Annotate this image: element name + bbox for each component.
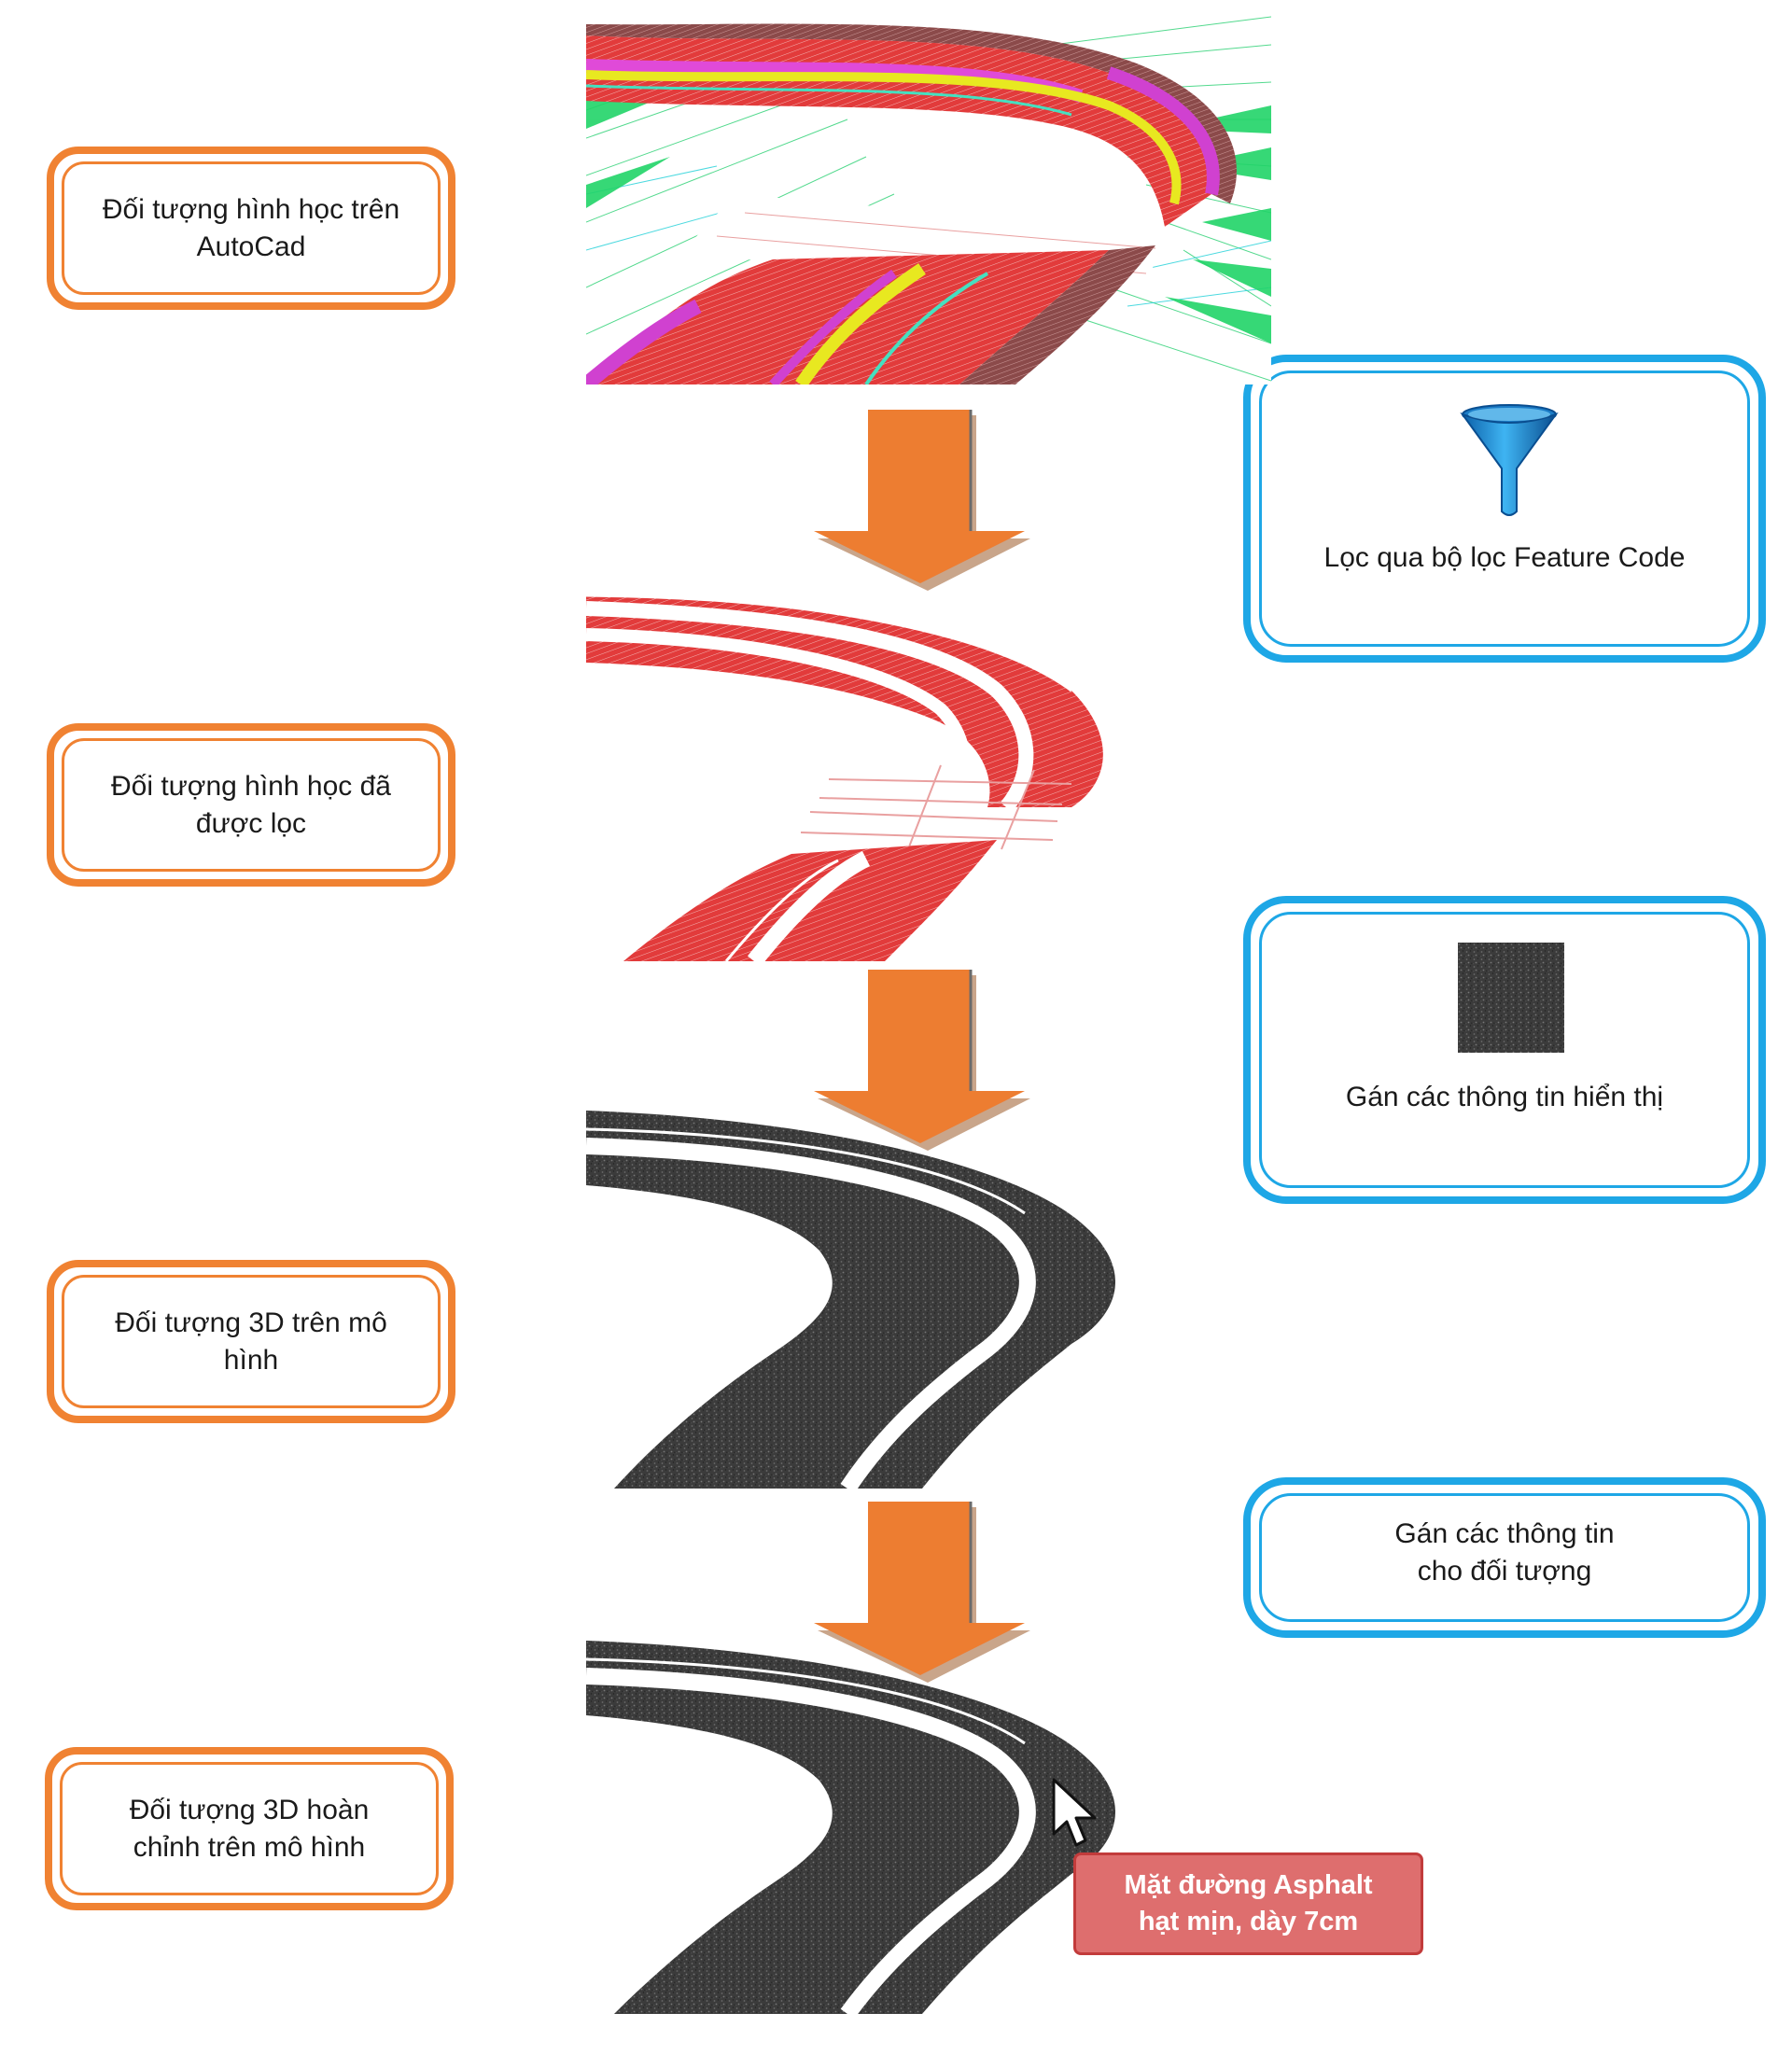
filtered-road-image (586, 594, 1103, 961)
stage-box-complete: Đối tượng 3D hoàn chỉnh trên mô hình (45, 1747, 454, 1910)
flow-arrow-2 (814, 970, 1030, 1151)
stage-label-filtered: Đối tượng hình học đã được lọc (111, 770, 391, 839)
mouse-pointer-icon (1052, 1778, 1097, 1847)
stage-box-model3d: Đối tượng 3D trên mô hình (47, 1260, 455, 1423)
surface-callout-label: Mặt đường Asphalt hạt mịn, dày 7cm (1124, 1870, 1373, 1936)
flow-arrow-1 (814, 410, 1030, 591)
stage-label-complete: Đối tượng 3D hoàn chỉnh trên mô hình (129, 1794, 370, 1863)
asphalt-road-image (586, 1111, 1116, 1489)
process-box-display: Gán các thông tin hiển thị (1243, 896, 1766, 1204)
asphalt-texture-icon (1458, 943, 1564, 1053)
process-label-display: Gán các thông tin hiển thị (1345, 1082, 1664, 1112)
stage-box-autocad: Đối tượng hình học trên AutoCad (47, 147, 455, 310)
stage-label-model3d: Đối tượng 3D trên mô hình (115, 1307, 387, 1376)
flow-arrow-3 (814, 1502, 1030, 1683)
autocad-wireframe-image (586, 7, 1271, 384)
process-label-filter: Lọc qua bộ lọc Feature Code (1323, 542, 1686, 573)
surface-callout: Mặt đường Asphalt hạt mịn, dày 7cm (1073, 1852, 1423, 1955)
funnel-icon (1460, 404, 1559, 516)
final-road-image (586, 1641, 1116, 2014)
process-label-info: Gán các thông tin cho đối tượng (1394, 1518, 1615, 1587)
stage-box-filtered: Đối tượng hình học đã được lọc (47, 723, 455, 887)
stage-label-autocad: Đối tượng hình học trên AutoCad (102, 193, 400, 262)
process-box-filter: Lọc qua bộ lọc Feature Code (1243, 355, 1766, 663)
process-box-info: Gán các thông tin cho đối tượng (1243, 1477, 1766, 1638)
